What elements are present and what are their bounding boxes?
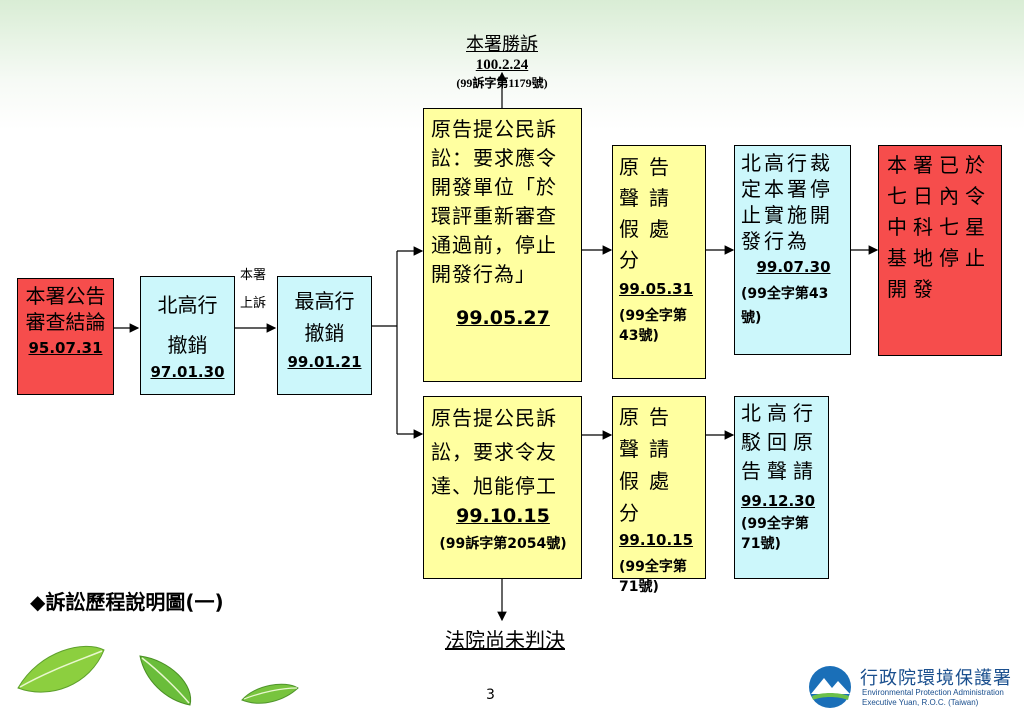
box-lower-petition-case: (99全字第71號) — [619, 559, 687, 595]
box-upper-petition: 原告聲請假處分 99.05.31 (99全字第43號) — [612, 145, 706, 379]
box-upper-petition-date: 99.05.31 — [619, 280, 694, 298]
epa-logo: 行政院環境保護署 Environmental Protection Admini… — [806, 664, 1016, 710]
top-result-label: 本署勝訴 — [466, 34, 538, 55]
appeal-label-line2: 上訴 — [239, 296, 266, 311]
box-upper-order: 本署已於七日內令中科七星基地停止開發 — [878, 145, 1002, 356]
box-announcement: 本署公告審查結論 95.07.31 — [17, 278, 114, 395]
box-upper-ruling-case: (99全字第43號) — [741, 286, 829, 326]
diagram-caption: ◆訴訟歷程說明圖(一) — [30, 590, 224, 614]
box-announcement-text: 本署公告審查結論 — [25, 284, 106, 334]
box-upper-suit-date: 99.05.27 — [456, 307, 550, 329]
box-lower-suit-case: (99訴字第2054號) — [439, 536, 567, 552]
box-upper-ruling-date: 99.07.30 — [756, 258, 831, 276]
top-result-case: (99訴字第1179號) — [456, 76, 548, 90]
epa-name-zh: 行政院環境保護署 — [860, 668, 1012, 689]
box-supreme-court-revoke: 最高行撤銷 99.01.21 — [277, 276, 372, 395]
epa-name-en-2: Executive Yuan, R.O.C. (Taiwan) — [862, 698, 979, 707]
box-lower-suit-text: 原告提公民訴訟，要求令友達、旭能停工 — [431, 406, 557, 498]
box-lower-ruling-text: 北高行駁回原告聲請 — [741, 401, 819, 483]
box-taipei-court-revoke-date: 97.01.30 — [150, 363, 225, 381]
pending-label: 法院尚未判決 — [445, 628, 565, 652]
box-upper-ruling: 北高行裁定本署停止實施開發行為 99.07.30 (99全字第43號) — [734, 145, 851, 355]
box-upper-ruling-text: 北高行裁定本署停止實施開發行為 — [741, 151, 833, 253]
box-supreme-court-revoke-text: 最高行撤銷 — [294, 289, 355, 345]
box-taipei-court-revoke: 北高行撤銷 97.01.30 — [140, 276, 235, 395]
appeal-label-line1: 本署 — [239, 268, 266, 283]
box-lower-ruling: 北高行駁回原告聲請 99.12.30 (99全字第71號) — [734, 396, 829, 579]
box-lower-ruling-date: 99.12.30 — [741, 492, 816, 510]
box-lower-suit-date: 99.10.15 — [456, 505, 550, 527]
box-taipei-court-revoke-text: 北高行撤銷 — [157, 293, 218, 357]
box-upper-petition-case: (99全字第43號) — [619, 308, 687, 344]
box-announcement-date: 95.07.31 — [28, 339, 103, 357]
box-lower-petition: 原告聲請假處分 99.10.15 (99全字第71號) — [612, 396, 706, 595]
appeal-label: 本署 上訴 — [235, 262, 271, 318]
box-lower-petition-date: 99.10.15 — [619, 531, 694, 549]
top-result-date: 100.2.24 — [475, 57, 529, 73]
box-lower-suit: 原告提公民訴訟，要求令友達、旭能停工 99.10.15 (99訴字第2054號) — [423, 396, 582, 579]
top-result: 本署勝訴 100.2.24 (99訴字第1179號) — [430, 34, 574, 92]
box-lower-ruling-case: (99全字第71號) — [741, 516, 809, 552]
epa-name-en-1: Environmental Protection Administration — [862, 688, 1004, 697]
box-upper-petition-text: 原告聲請假處分 — [619, 155, 679, 272]
page-number: 3 — [486, 687, 495, 703]
box-upper-suit-text: 原告提公民訴訟：要求應令開發單位「於環評重新審查通過前，停止開發行為」 — [431, 117, 557, 286]
box-upper-suit: 原告提公民訴訟：要求應令開發單位「於環評重新審查通過前，停止開發行為」 99.0… — [423, 108, 582, 382]
box-upper-order-text: 本署已於七日內令中科七星基地停止開發 — [887, 153, 991, 301]
box-lower-petition-text: 原告聲請假處分 — [619, 405, 679, 525]
box-supreme-court-revoke-date: 99.01.21 — [287, 353, 362, 371]
epa-emblem-icon — [809, 666, 851, 708]
